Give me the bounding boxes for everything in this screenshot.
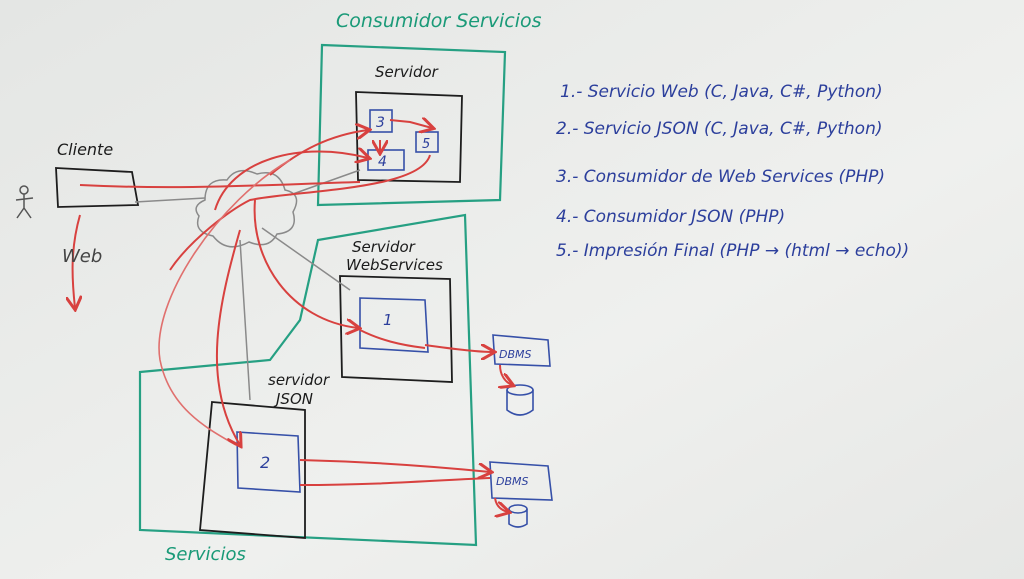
component-2-box (236, 431, 301, 493)
consumer-zone-label: Consumidor Servicios (336, 10, 542, 32)
json-server-label-1: servidor (268, 371, 330, 389)
ws-server-label-1: Servidor (352, 238, 416, 256)
legend-item-3: 3.- Consumidor de Web Services (PHP) (556, 167, 885, 187)
json-server-box (199, 401, 306, 539)
data-flow-arrows (73, 120, 512, 512)
ws-server-box (339, 275, 453, 383)
network-cloud (195, 169, 298, 248)
dbms-2-label: DBMS (496, 475, 529, 488)
json-server-label-2: JSON (273, 390, 313, 408)
legend-item-2: 2.- Servicio JSON (C, Java, C#, Python) (556, 119, 882, 139)
component-2-label: 2 (260, 453, 270, 472)
consumer-server-label: Servidor (375, 63, 439, 81)
legend: 1.- Servicio Web (C, Java, C#, Python) 2… (556, 82, 909, 261)
component-4-label: 4 (378, 154, 387, 170)
services-zone-border (138, 213, 478, 547)
component-3-label: 3 (376, 115, 385, 131)
legend-item-5: 5.- Impresión Final (PHP → (html → echo)… (556, 241, 909, 261)
legend-item-1: 1.- Servicio Web (C, Java, C#, Python) (560, 82, 883, 102)
client-box (55, 167, 140, 208)
web-label: Web (62, 246, 102, 267)
client-label: Cliente (57, 140, 113, 159)
dbms-1-label: DBMS (499, 348, 532, 361)
legend-item-4: 4.- Consumidor JSON (PHP) (556, 207, 785, 227)
dbms-2-box (489, 461, 553, 501)
services-zone-label: Servicios (165, 544, 246, 565)
ws-server-label-2: WebServices (346, 256, 443, 274)
network-links (134, 169, 361, 401)
user-icon (15, 185, 34, 219)
component-5-label: 5 (422, 137, 430, 152)
database-1-icon (506, 384, 534, 416)
component-1-label: 1 (383, 311, 393, 329)
